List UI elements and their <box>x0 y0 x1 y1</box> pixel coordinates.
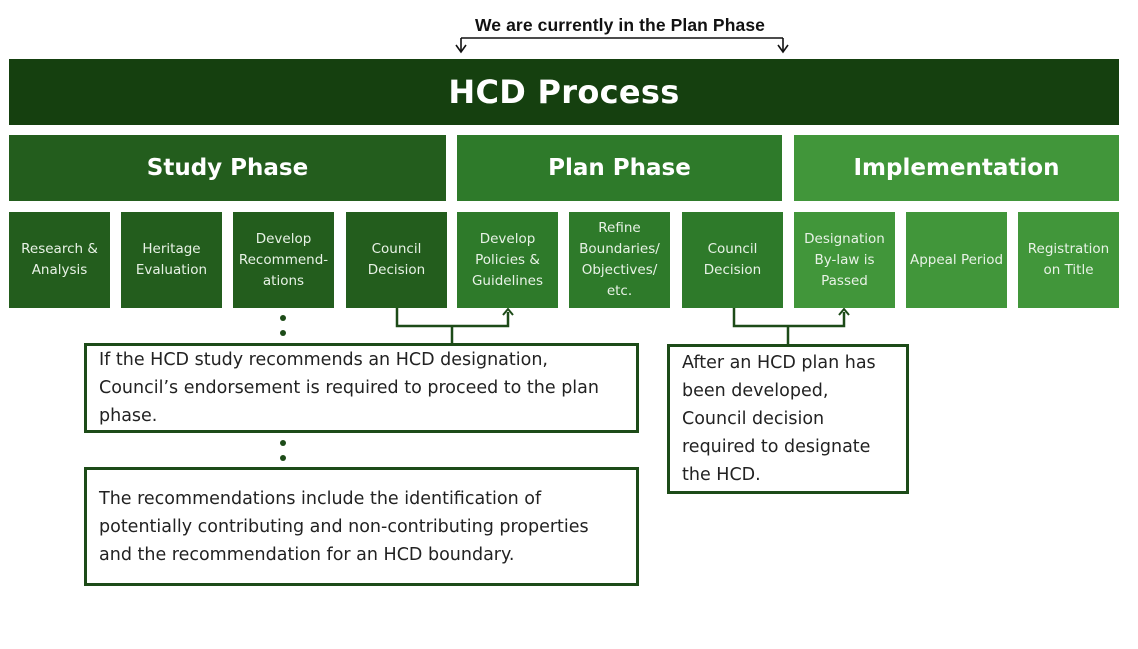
arrow-down-icon <box>455 44 467 54</box>
step-refine-boundaries: Refine Boundaries/ Objectives/ etc. <box>569 212 670 308</box>
step-plan-council-decision: Council Decision <box>682 212 783 308</box>
implementation-phase-header: Implementation <box>794 135 1119 201</box>
step-develop-policies: Develop Policies & Guidelines <box>457 212 558 308</box>
callout-text: The recommendations include the identifi… <box>99 488 589 565</box>
arrow-up-icon <box>838 307 850 316</box>
study-to-plan-connector <box>395 307 514 343</box>
callout-recommendations: The recommendations include the identifi… <box>84 467 639 586</box>
step-develop-recommendations: Develop Recommend- ations <box>233 212 334 308</box>
step-research-analysis: Research & Analysis <box>9 212 110 308</box>
hcd-process-header: HCD Process <box>9 59 1119 125</box>
callout-text: After an HCD plan has been developed, Co… <box>682 353 876 485</box>
current-phase-note: We are currently in the Plan Phase <box>475 15 765 35</box>
callout-plan-council-decision: After an HCD plan has been developed, Co… <box>667 344 909 494</box>
plan-phase-bracket <box>455 37 789 54</box>
arrow-down-icon <box>777 44 789 54</box>
study-phase-header: Study Phase <box>9 135 446 201</box>
arrow-up-icon <box>502 307 514 316</box>
step-heritage-evaluation: Heritage Evaluation <box>121 212 222 308</box>
step-designation-bylaw: Designation By-law is Passed <box>794 212 895 308</box>
step-registration-on-title: Registration on Title <box>1018 212 1119 308</box>
callout-study-council-endorsement: If the HCD study recommends an HCD desig… <box>84 343 639 433</box>
plan-phase-header: Plan Phase <box>457 135 782 201</box>
callout-text: If the HCD study recommends an HCD desig… <box>99 350 599 426</box>
dotted-connector <box>280 315 286 461</box>
step-study-council-decision: Council Decision <box>346 212 447 308</box>
plan-to-implementation-connector <box>732 307 850 344</box>
step-appeal-period: Appeal Period <box>906 212 1007 308</box>
